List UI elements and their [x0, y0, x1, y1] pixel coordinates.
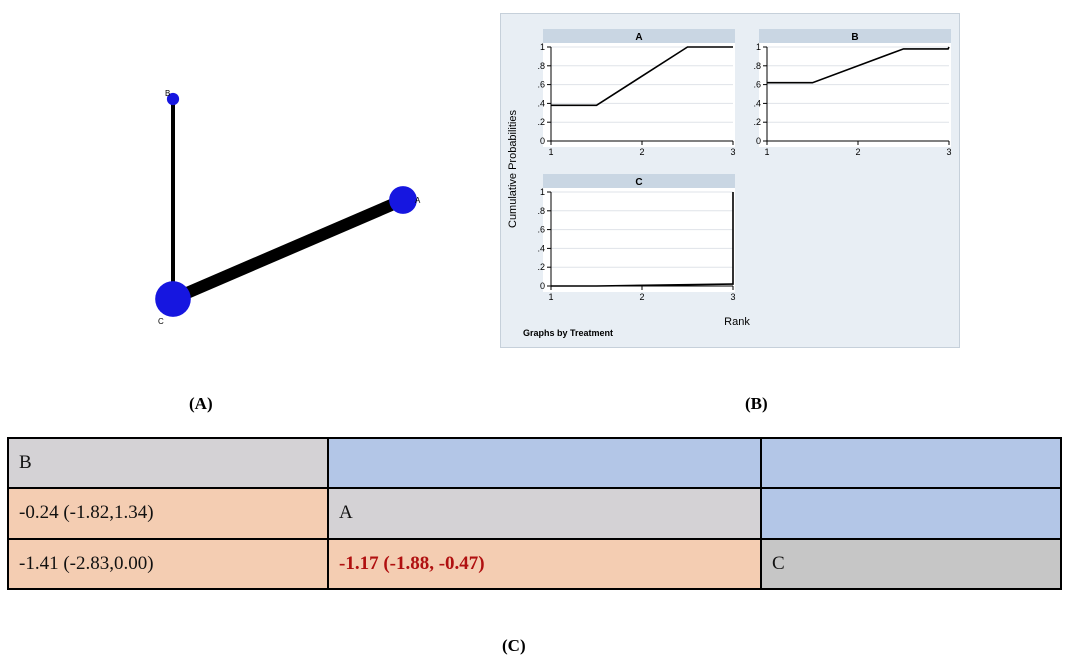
league-cell-c-vs-a: -1.17 (-1.88, -0.47): [327, 537, 762, 591]
y-tick-label: 0: [756, 136, 761, 146]
table-row: B: [7, 436, 1062, 490]
y-tick-label: 1: [540, 42, 545, 52]
panel-title: C: [635, 177, 642, 188]
panel-header: [543, 29, 735, 43]
y-tick-label: .4: [753, 98, 761, 108]
y-tick-label: 1: [540, 187, 545, 197]
network-plot: A B C: [155, 89, 421, 326]
network-edge: [170, 194, 406, 305]
league-cell-a-vs-b: -0.24 (-1.82,1.34): [7, 487, 329, 540]
x-tick-label: 3: [730, 292, 735, 302]
y-tick-label: .8: [537, 61, 545, 71]
panel-title: B: [851, 32, 858, 43]
panel-title: A: [635, 32, 642, 43]
series-line: [767, 46, 950, 84]
panel-label-b: (B): [745, 394, 768, 413]
series-line: [551, 46, 733, 107]
x-tick-label: 3: [730, 147, 735, 157]
network-node-label: A: [415, 196, 421, 205]
league-cell-b: B: [7, 436, 329, 490]
x-tick-label: 1: [764, 147, 769, 157]
y-tick-label: .2: [537, 262, 545, 272]
y-tick-label: .2: [537, 117, 545, 127]
table-row: -0.24 (-1.82,1.34) A: [7, 487, 1062, 540]
league-table: B -0.24 (-1.82,1.34) A -1.41 (-2.83,0.00…: [7, 436, 1062, 591]
y-tick-label: 1: [756, 42, 761, 52]
y-tick-label: .2: [753, 117, 761, 127]
x-tick-label: 1: [548, 292, 553, 302]
network-node: [389, 186, 417, 214]
x-tick-label: 2: [639, 147, 644, 157]
network-node-label: C: [158, 317, 164, 326]
league-cell-empty: [760, 436, 1062, 490]
y-tick-label: .4: [537, 98, 545, 108]
y-tick-label: 0: [540, 281, 545, 291]
league-cell-c: C: [760, 537, 1062, 591]
panel-plot-area: [543, 188, 735, 292]
y-tick-label: .6: [537, 80, 545, 90]
x-tick-label: 2: [855, 147, 860, 157]
league-cell-c-vs-b: -1.41 (-2.83,0.00): [7, 537, 329, 591]
panel-plot-area: [543, 43, 735, 147]
y-tick-label: .4: [537, 243, 545, 253]
league-cell-a: A: [327, 487, 762, 540]
chart-note: Graphs by Treatment: [523, 328, 613, 338]
league-cell-empty: [327, 436, 762, 490]
y-tick-label: .8: [537, 206, 545, 216]
series-line: [551, 192, 734, 287]
y-tick-label: 0: [540, 136, 545, 146]
network-node: [155, 281, 191, 317]
y-axis-label: Cumulative Probabilities: [507, 110, 519, 228]
x-tick-label: 2: [639, 292, 644, 302]
league-cell-empty: [760, 487, 1062, 540]
x-tick-label: 3: [946, 147, 951, 157]
y-tick-label: .6: [753, 80, 761, 90]
y-tick-label: .8: [753, 61, 761, 71]
panel-label-a: (A): [189, 394, 213, 413]
panel-header: [759, 29, 951, 43]
network-node: [166, 92, 180, 106]
panel-label-c: (C): [502, 636, 526, 655]
x-axis-label: Rank: [724, 316, 750, 328]
panel-plot-area: [759, 43, 951, 147]
table-row: -1.41 (-2.83,0.00) -1.17 (-1.88, -0.47) …: [7, 537, 1062, 591]
panel-header: [543, 174, 735, 188]
x-tick-label: 1: [548, 147, 553, 157]
network-node-label: B: [165, 89, 170, 98]
y-tick-label: .6: [537, 225, 545, 235]
